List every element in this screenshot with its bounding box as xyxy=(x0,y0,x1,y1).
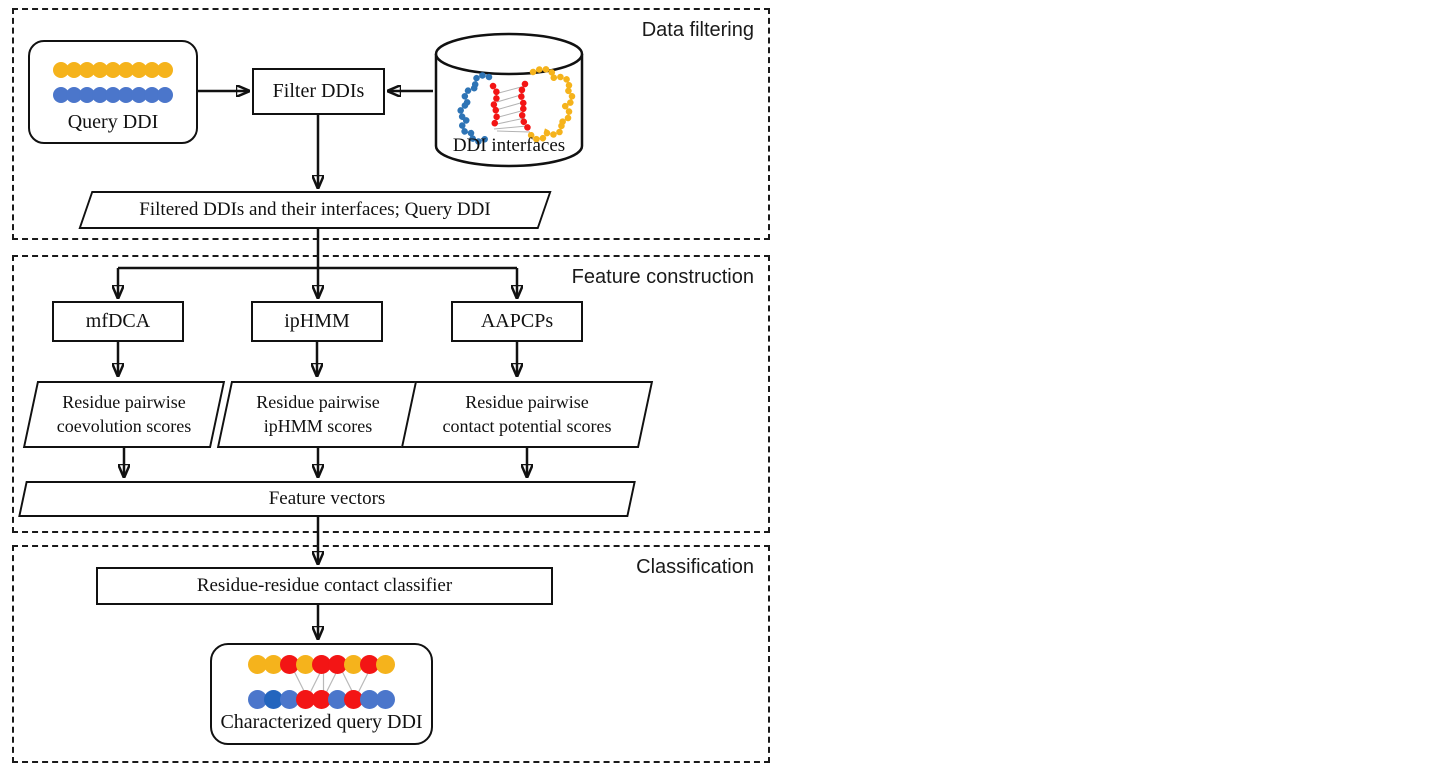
residue-dot xyxy=(280,690,299,709)
ddi-interfaces-label: DDI interfaces xyxy=(452,135,566,156)
residue-dot xyxy=(344,655,363,674)
result-domain-a-dots xyxy=(212,655,431,674)
contact-potential-scores-parallelogram: Residue pairwise contact potential score… xyxy=(400,381,654,448)
residue-dot xyxy=(118,62,134,78)
residue-dot xyxy=(296,655,315,674)
iphmm-node: ipHMM xyxy=(251,301,383,342)
residue-dot xyxy=(248,655,267,674)
residue-dot xyxy=(376,690,395,709)
coevolution-scores-parallelogram: Residue pairwise coevolution scores xyxy=(22,381,226,448)
iphmm-scores-line1: Residue pairwise xyxy=(256,392,380,413)
residue-dot xyxy=(92,62,108,78)
aapcps-label: AAPCPs xyxy=(480,310,554,332)
section-classification: Classification xyxy=(12,545,770,763)
residue-dot xyxy=(53,62,69,78)
query-ddi-node: Query DDI xyxy=(28,40,198,144)
residue-dot xyxy=(105,62,121,78)
section-label-classification: Classification xyxy=(636,556,754,578)
residue-dot xyxy=(53,87,69,103)
residue-dot xyxy=(79,62,95,78)
residue-dot xyxy=(144,87,160,103)
characterized-query-ddi-label: Characterized query DDI xyxy=(220,711,423,733)
query-domain-b-dots xyxy=(30,87,196,103)
residue-dot xyxy=(376,655,395,674)
section-feature-construction: Feature construction xyxy=(12,255,770,533)
residue-dot xyxy=(360,690,379,709)
residue-dot xyxy=(66,62,82,78)
contact-classifier-node: Residue-residue contact classifier xyxy=(96,567,553,605)
residue-dot xyxy=(66,87,82,103)
coevolution-scores-line1: Residue pairwise xyxy=(62,392,186,413)
query-ddi-label: Query DDI xyxy=(67,111,159,133)
section-data-filtering: Data filtering xyxy=(12,8,770,240)
filtered-ddis-parallelogram: Filtered DDIs and their interfaces; Quer… xyxy=(78,191,552,229)
residue-dot xyxy=(248,690,267,709)
residue-dot xyxy=(280,655,299,674)
aapcps-node: AAPCPs xyxy=(451,301,583,342)
residue-dot xyxy=(105,87,121,103)
contact-potential-line2: contact potential scores xyxy=(442,415,612,436)
residue-dot xyxy=(312,655,331,674)
ddi-interfaces-database: DDI interfaces xyxy=(433,30,585,170)
residue-dot xyxy=(312,690,331,709)
residue-dot xyxy=(157,87,173,103)
contact-classifier-label: Residue-residue contact classifier xyxy=(196,575,453,596)
iphmm-scores-line2: ipHMM scores xyxy=(263,415,373,436)
residue-dot xyxy=(118,87,134,103)
residue-dot xyxy=(328,655,347,674)
feature-vectors-parallelogram: Feature vectors xyxy=(18,481,636,517)
query-domain-a-dots xyxy=(30,62,196,78)
residue-dot xyxy=(92,87,108,103)
database-cylinder-icon xyxy=(434,32,584,168)
coevolution-scores-line2: coevolution scores xyxy=(56,415,192,436)
residue-dot xyxy=(79,87,95,103)
residue-dot xyxy=(296,690,315,709)
residue-dot xyxy=(328,690,347,709)
ddi-structure-graphic xyxy=(457,65,576,145)
mfdca-node: mfDCA xyxy=(52,301,184,342)
section-label-feature-construction: Feature construction xyxy=(571,266,754,288)
residue-dot xyxy=(157,62,173,78)
residue-dot xyxy=(144,62,160,78)
feature-vectors-label: Feature vectors xyxy=(268,487,386,509)
iphmm-label: ipHMM xyxy=(284,310,350,332)
residue-dot xyxy=(131,62,147,78)
section-label-data-filtering: Data filtering xyxy=(641,19,754,41)
iphmm-scores-parallelogram: Residue pairwise ipHMM scores xyxy=(216,381,420,448)
result-domain-b-dots xyxy=(212,690,431,709)
residue-dot xyxy=(360,655,379,674)
residue-dot xyxy=(131,87,147,103)
filter-ddis-node: Filter DDIs xyxy=(252,68,385,115)
residue-dot xyxy=(344,690,363,709)
mfdca-label: mfDCA xyxy=(85,310,151,332)
residue-dot xyxy=(264,690,283,709)
filter-ddis-label: Filter DDIs xyxy=(272,80,365,102)
filtered-ddis-label: Filtered DDIs and their interfaces; Quer… xyxy=(139,198,491,220)
residue-dot xyxy=(264,655,283,674)
characterized-query-ddi-node: Characterized query DDI xyxy=(210,643,433,745)
contact-potential-line1: Residue pairwise xyxy=(465,392,589,413)
